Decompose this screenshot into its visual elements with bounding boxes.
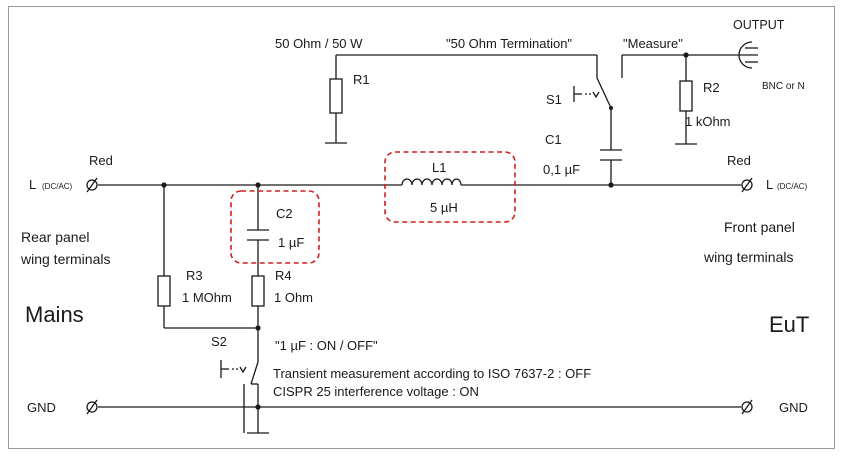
r2-label: R2 xyxy=(703,80,720,95)
output-connector-icon xyxy=(738,41,758,69)
transient-label: Transient measurement according to ISO 7… xyxy=(273,366,591,381)
c1-value: 0,1 µF xyxy=(543,162,580,177)
frame-border xyxy=(8,6,835,449)
l-right-label: L xyxy=(766,177,773,192)
termination-label: "50 Ohm Termination" xyxy=(446,36,572,51)
r4-value: 1 Ohm xyxy=(274,290,313,305)
c1-capacitor xyxy=(600,149,622,161)
terminal-right-l xyxy=(741,177,753,193)
c2-highlight-box xyxy=(230,190,320,264)
l-left-sublabel: (DC/AC) xyxy=(42,182,73,191)
mains-label: Mains xyxy=(25,302,84,327)
l-right-sublabel: (DC/AC) xyxy=(777,182,808,191)
r3-label: R3 xyxy=(186,268,203,283)
s2-switch xyxy=(220,355,259,385)
r4-resistor xyxy=(251,275,265,307)
front-panel-label-2: wing terminals xyxy=(703,249,793,265)
r1-label: R1 xyxy=(353,72,370,87)
l-left-label: L xyxy=(29,177,36,192)
l1-value: 5 µH xyxy=(430,200,458,215)
s2-label: S2 xyxy=(211,334,227,349)
cispr-label: CISPR 25 interference voltage : ON xyxy=(273,384,479,399)
r3-value: 1 MOhm xyxy=(182,290,232,305)
s2-caption: "1 µF : ON / OFF" xyxy=(275,338,378,353)
r3-resistor xyxy=(157,275,171,307)
l1-inductor xyxy=(401,178,462,186)
top-wires xyxy=(325,54,738,185)
r2-resistor xyxy=(679,80,693,112)
gnd-left-label: GND xyxy=(27,400,56,415)
left-branches xyxy=(163,185,269,434)
r4-label: R4 xyxy=(275,268,292,283)
red-right-label: Red xyxy=(727,153,751,168)
r1-rating-label: 50 Ohm / 50 W xyxy=(275,36,363,51)
bnc-label: BNC or N xyxy=(762,81,805,92)
terminal-left-l xyxy=(86,177,98,193)
rear-panel-label: Rear panel xyxy=(21,229,90,245)
l1-highlight-box xyxy=(384,151,516,223)
c2-label: C2 xyxy=(276,206,293,221)
l1-label: L1 xyxy=(432,160,446,175)
c2-capacitor xyxy=(247,229,269,241)
c2-value: 1 µF xyxy=(278,235,304,250)
red-left-label: Red xyxy=(89,153,113,168)
front-panel-label: Front panel xyxy=(724,219,795,235)
terminal-left-gnd xyxy=(86,399,98,415)
r1-resistor xyxy=(329,78,343,114)
c1-label: C1 xyxy=(545,132,562,147)
measure-label: "Measure" xyxy=(623,36,683,51)
s1-switch xyxy=(573,77,613,110)
terminal-right-gnd xyxy=(741,399,753,415)
rear-panel-label-2: wing terminals xyxy=(20,251,110,267)
gnd-right-label: GND xyxy=(779,400,808,415)
s1-label: S1 xyxy=(546,92,562,107)
output-label: OUTPUT xyxy=(733,18,785,32)
eut-label: EuT xyxy=(769,312,809,337)
r2-value: 1 kOhm xyxy=(685,114,731,129)
